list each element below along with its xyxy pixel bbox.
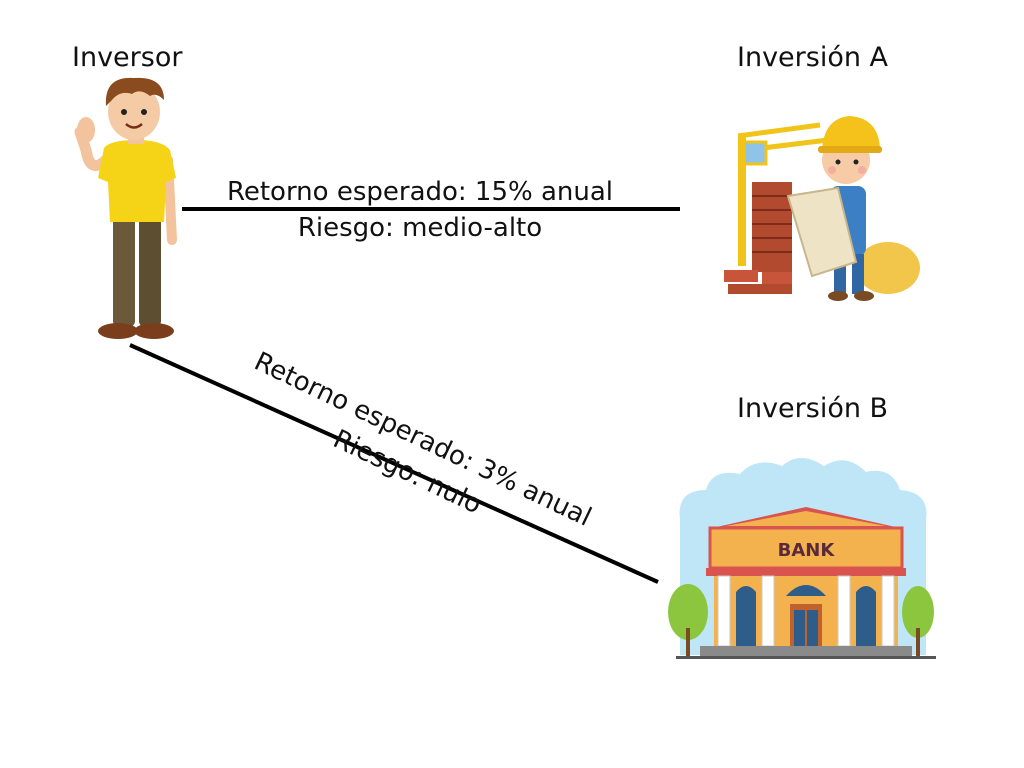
bank-sign: BANK	[778, 540, 836, 561]
edge-a-risk: Riesgo: medio-alto	[297, 213, 543, 243]
edge-line-investor-to-b	[129, 343, 659, 584]
edge-a-return: Retorno esperado: 15% anual	[226, 177, 614, 207]
edge-label-a: Retorno esperado: 15% anual Riesgo: medi…	[200, 174, 640, 246]
node-label-investor: Inversor	[72, 42, 183, 73]
node-label-investment-a: Inversión A	[737, 42, 889, 73]
node-label-investment-b: Inversión B	[737, 393, 889, 424]
